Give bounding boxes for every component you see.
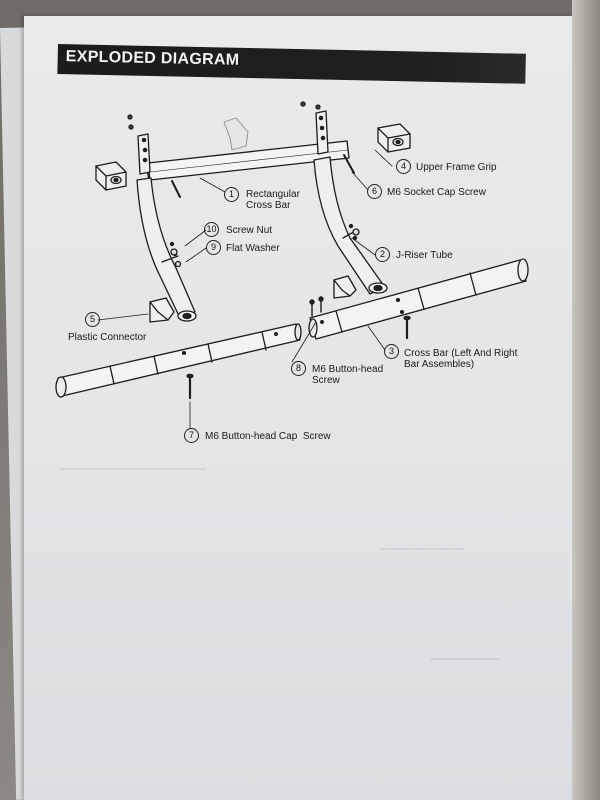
left-j-riser-tube (136, 177, 197, 322)
part-label-rectangular-cross-bar: Rectangular Cross Bar (246, 189, 300, 211)
part-label-screw-nut: Screw Nut (226, 225, 273, 236)
page-edge-shadow (572, 0, 600, 800)
part-label-m6-button-head-screw: M6 Button-head Screw (312, 364, 384, 386)
callout-number: 2 (375, 247, 390, 262)
button-head-cap-screw-7 (186, 373, 194, 400)
plastic-connector-left (149, 297, 175, 323)
upper-frame-grip-left (95, 161, 127, 191)
part-label-flat-washer: Flat Washer (226, 243, 280, 254)
plastic-connector-right (333, 275, 357, 299)
socket-cap-screws (171, 154, 355, 198)
left-post (137, 133, 151, 175)
bleed-through-text: ▔▔▔▔▔▔▔▔▔▔▔ (380, 550, 465, 561)
leader-lines (97, 149, 393, 429)
part-label-upper-frame-grip: Upper Frame Grip (416, 162, 497, 173)
bracket (223, 117, 249, 151)
upper-frame-grip-right (377, 123, 411, 153)
callout-number: 9 (206, 240, 221, 255)
button-head-screws-8 (309, 296, 324, 317)
cross-bar-left-assembly (55, 323, 302, 398)
part-label-m6-socket-cap-screw: M6 Socket Cap Screw (387, 187, 486, 198)
callout-number: 6 (367, 184, 382, 199)
cross-bar-right-assembly (308, 258, 529, 340)
right-j-riser-tube (313, 156, 388, 295)
part-label-j-riser-tube: J-Riser Tube (396, 250, 453, 261)
right-post (315, 110, 329, 155)
bleed-through-text: ▔▔▔▔▔▔▔▔▔ (430, 660, 500, 671)
callout-number: 7 (184, 428, 199, 443)
callout-number: 3 (384, 344, 399, 359)
callout-number: 1 (224, 187, 239, 202)
callout-number: 8 (291, 361, 306, 376)
part-label-plastic-connector: Plastic Connector (68, 332, 147, 343)
callout-number: 10 (204, 222, 219, 237)
part-label-m6-button-head-cap-screw: M6 Button-head Cap Screw (205, 431, 331, 442)
top-screws (127, 101, 321, 130)
callout-number: 5 (85, 312, 100, 327)
screw-right-vertical (403, 315, 411, 340)
screw-nut-washer (170, 228, 360, 268)
part-label-cross-bar: Cross Bar (Left And Right Bar Assembles) (404, 348, 518, 370)
bleed-through-text: ▔▔▔▔▔▔▔▔▔▔▔▔▔▔▔▔▔▔▔ (60, 470, 207, 481)
callout-number: 4 (396, 159, 411, 174)
